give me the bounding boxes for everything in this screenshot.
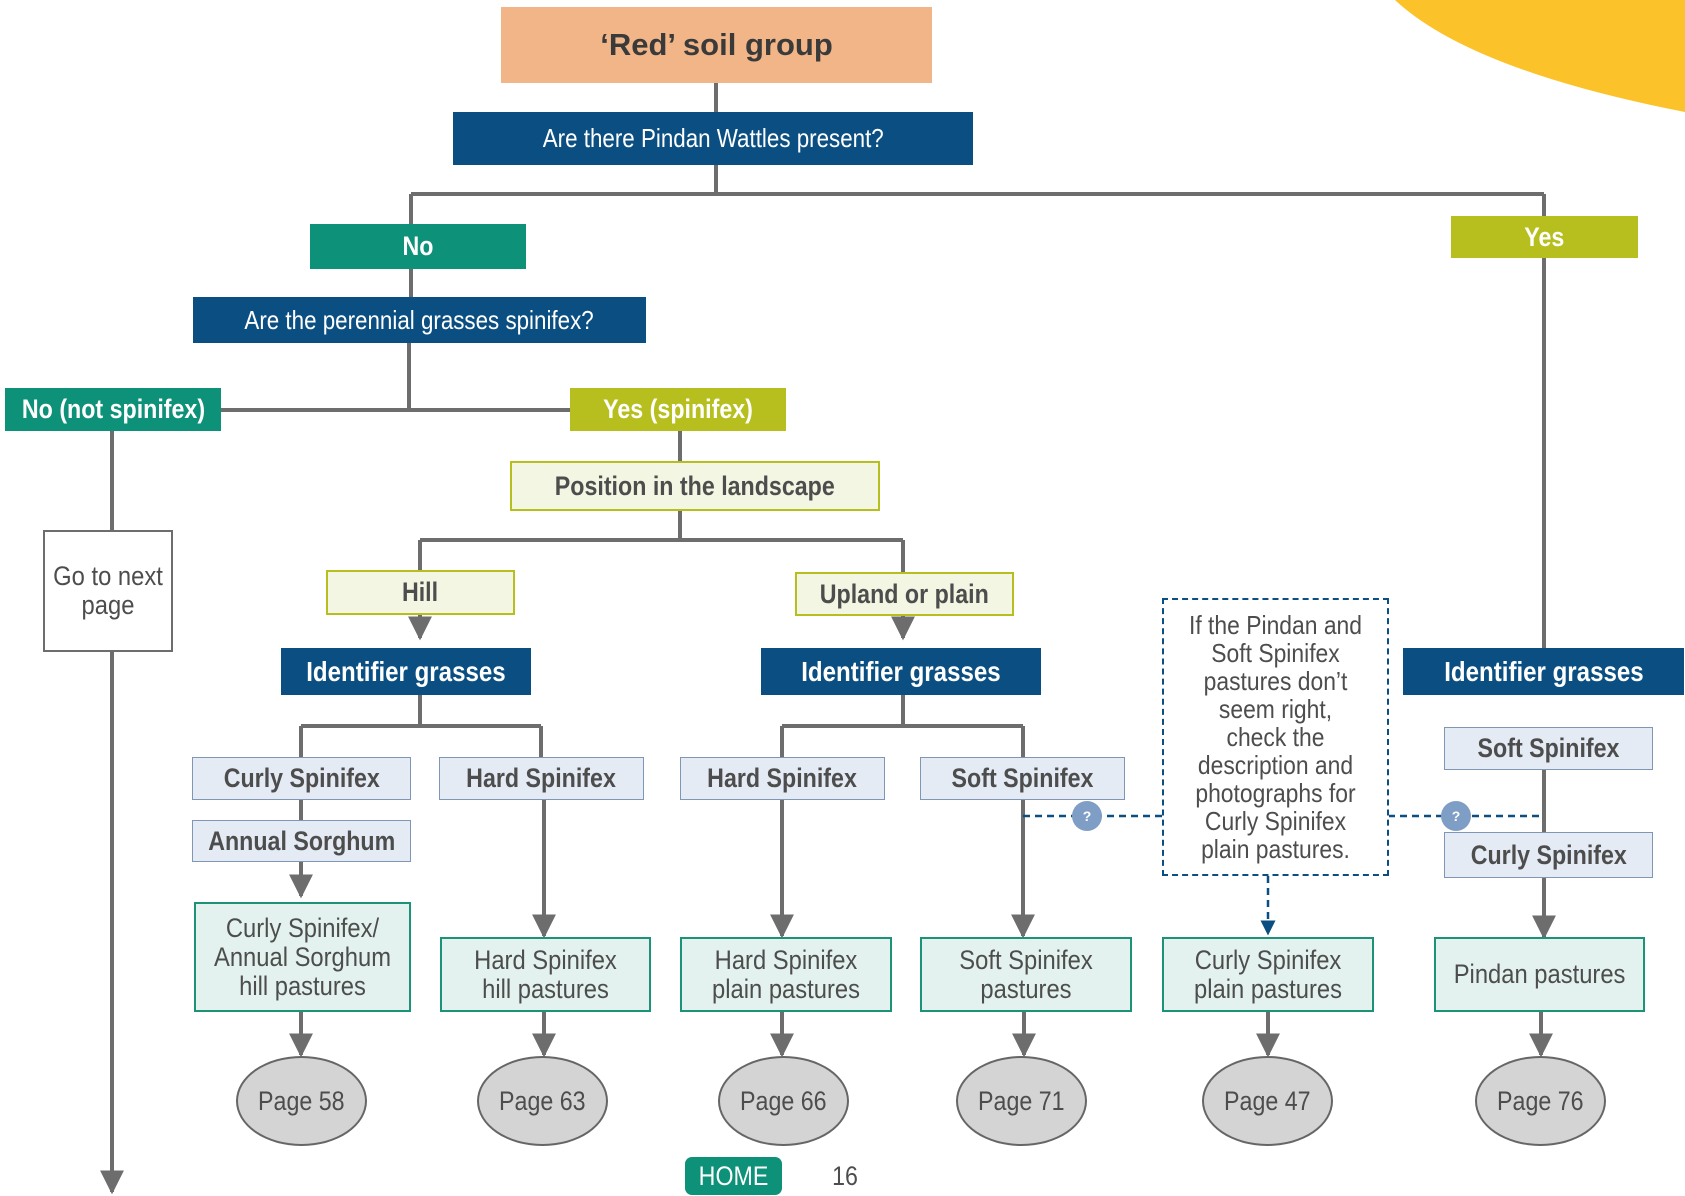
question-pindan-wattles-text: Are there Pindan Wattles present? (542, 123, 884, 153)
grass-soft-spinifex-plain: Soft Spinifex (920, 757, 1125, 800)
pasture-curly-annual-hill[interactable]: Curly Spinifex/ Annual Sorghum hill past… (194, 902, 411, 1012)
branch-no: No (310, 224, 526, 269)
page-71-link[interactable]: Page 71 (956, 1056, 1087, 1146)
go-to-next-page-box[interactable]: Go to next page (43, 530, 173, 652)
pasture-soft-spinifex-text: Soft Spinifex pastures (959, 944, 1093, 1004)
question-spinifex: Are the perennial grasses spinifex? (193, 297, 646, 343)
identifier-grasses-pindan-text: Identifier grasses (1443, 655, 1644, 687)
pasture-curly-annual-hill-text: Curly Spinifex/ Annual Sorghum hill past… (213, 912, 391, 1001)
pasture-hard-spinifex-plain[interactable]: Hard Spinifex plain pastures (680, 937, 892, 1012)
grass-annual-sorghum-text: Annual Sorghum (207, 825, 396, 856)
grass-curly-spinifex-pindan: Curly Spinifex (1444, 832, 1653, 878)
pasture-curly-spinifex-plain[interactable]: Curly Spinifex plain pastures (1162, 937, 1374, 1012)
page-66-text: Page 66 (740, 1085, 827, 1116)
branch-yes-spinifex: Yes (spinifex) (570, 388, 786, 431)
grass-curly-spinifex-pindan-text: Curly Spinifex (1470, 839, 1627, 870)
note-curly-spinifex: If the Pindan and Soft Spinifex pastures… (1162, 598, 1389, 876)
page-58-link[interactable]: Page 58 (236, 1056, 367, 1146)
question-mark-marker-right[interactable]: ? (1441, 801, 1471, 831)
identifier-grasses-upland: Identifier grasses (761, 648, 1041, 695)
page-title-text: ‘Red’ soil group (600, 27, 833, 62)
page-number: 16 (820, 1157, 870, 1195)
page-76-text: Page 76 (1497, 1085, 1584, 1116)
grass-soft-spinifex-plain-text: Soft Spinifex (951, 763, 1094, 793)
go-to-next-page-text: Go to next page (53, 561, 163, 620)
question-mark-right-text: ? (1451, 808, 1461, 824)
grass-hard-spinifex-plain: Hard Spinifex (680, 757, 885, 800)
grass-soft-spinifex-pindan: Soft Spinifex (1444, 727, 1653, 770)
pasture-hard-spinifex-hill-text: Hard Spinifex hill pastures (474, 944, 617, 1004)
grass-hard-spinifex-hill: Hard Spinifex (439, 757, 644, 800)
position-in-landscape: Position in the landscape (510, 461, 880, 511)
identifier-grasses-hill-text: Identifier grasses (306, 655, 506, 687)
grass-hard-spinifex-hill-text: Hard Spinifex (466, 763, 617, 793)
branch-no-not-spinifex-text: No (not spinifex) (21, 394, 205, 424)
branch-yes: Yes (1451, 216, 1638, 258)
note-curly-spinifex-text: If the Pindan and Soft Spinifex pastures… (1188, 610, 1363, 864)
question-mark-left-text: ? (1082, 808, 1092, 824)
pasture-hard-spinifex-plain-text: Hard Spinifex plain pastures (712, 944, 860, 1004)
branch-yes-spinifex-text: Yes (spinifex) (603, 394, 753, 424)
identifier-grasses-pindan: Identifier grasses (1403, 648, 1684, 695)
pasture-pindan[interactable]: Pindan pastures (1434, 937, 1645, 1012)
hill-text: Hill (402, 577, 439, 607)
page-47-link[interactable]: Page 47 (1202, 1056, 1333, 1146)
grass-soft-spinifex-pindan-text: Soft Spinifex (1477, 733, 1620, 763)
grass-curly-spinifex-hill-text: Curly Spinifex (223, 763, 380, 793)
question-mark-marker-left[interactable]: ? (1072, 801, 1102, 831)
pasture-soft-spinifex[interactable]: Soft Spinifex pastures (920, 937, 1132, 1012)
hill-box: Hill (326, 570, 515, 615)
grass-annual-sorghum: Annual Sorghum (192, 820, 411, 862)
page-76-link[interactable]: Page 76 (1475, 1056, 1606, 1146)
pasture-hard-spinifex-hill[interactable]: Hard Spinifex hill pastures (440, 937, 651, 1012)
page-number-text: 16 (832, 1160, 858, 1191)
grass-curly-spinifex-hill: Curly Spinifex (192, 757, 411, 800)
upland-or-plain-box: Upland or plain (795, 572, 1014, 616)
position-in-landscape-text: Position in the landscape (555, 470, 835, 501)
branch-no-text: No (402, 231, 434, 261)
page-58-text: Page 58 (258, 1085, 345, 1116)
identifier-grasses-hill: Identifier grasses (281, 648, 531, 695)
page-47-text: Page 47 (1224, 1085, 1311, 1116)
page-63-text: Page 63 (499, 1085, 586, 1116)
branch-yes-text: Yes (1524, 221, 1565, 252)
branch-no-not-spinifex: No (not spinifex) (5, 388, 221, 431)
question-pindan-wattles: Are there Pindan Wattles present? (453, 112, 973, 165)
pasture-pindan-text: Pindan pastures (1453, 959, 1626, 989)
question-spinifex-text: Are the perennial grasses spinifex? (244, 304, 595, 335)
page-71-text: Page 71 (978, 1085, 1065, 1116)
home-button-label: HOME (698, 1160, 769, 1191)
page-66-link[interactable]: Page 66 (718, 1056, 849, 1146)
page-63-link[interactable]: Page 63 (477, 1056, 608, 1146)
grass-hard-spinifex-plain-text: Hard Spinifex (707, 763, 858, 793)
identifier-grasses-upland-text: Identifier grasses (801, 655, 1001, 687)
home-button[interactable]: HOME (685, 1157, 782, 1195)
upland-or-plain-text: Upland or plain (819, 578, 989, 609)
page-title: ‘Red’ soil group (501, 7, 932, 83)
pasture-curly-spinifex-plain-text: Curly Spinifex plain pastures (1194, 944, 1342, 1004)
